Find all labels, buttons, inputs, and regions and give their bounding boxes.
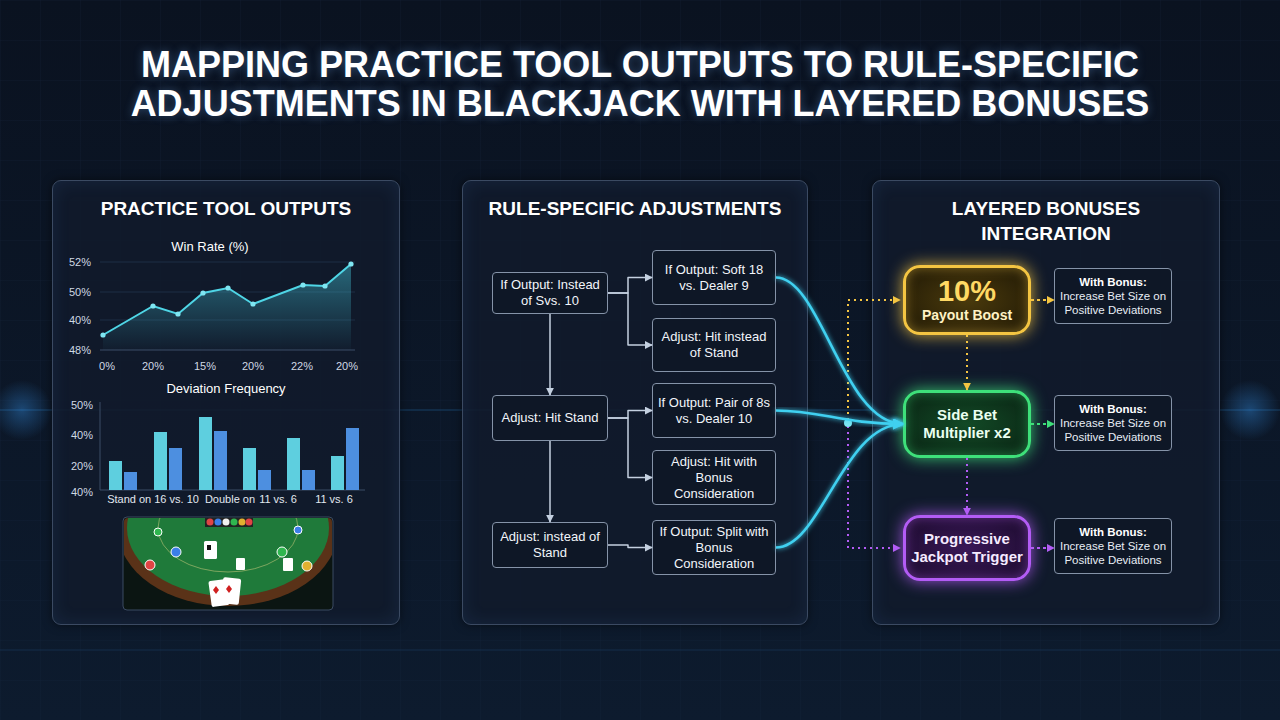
process-box: If Output: Soft 18 vs. Dealer 9	[652, 250, 776, 305]
process-box: If Output: Pair of 8s vs. Dealer 10	[652, 383, 776, 438]
bonus-pill: 10%Payout Boost	[903, 265, 1031, 335]
panel: PRACTICE TOOL OUTPUTS	[52, 180, 400, 625]
pill-text: Progressive Jackpot Trigger	[908, 530, 1026, 566]
box-text: Adjust: Hit with Bonus Consideration	[657, 454, 771, 502]
process-box: Adjust: Hit instead of Stand	[652, 318, 776, 372]
connector-arrow	[400, 416, 462, 421]
glow-spot	[1220, 380, 1280, 440]
box-text: Increase Bet Size on Positive Deviations	[1058, 289, 1168, 317]
box-text: If Output: Pair of 8s vs. Dealer 10	[657, 395, 771, 427]
panel: LAYERED BONUSES INTEGRATION 10%Payout Boo…	[872, 180, 1220, 625]
pill-text: Payout Boost	[922, 307, 1012, 324]
bonus-pill: Progressive Jackpot Trigger	[903, 515, 1031, 581]
box-text: If Output: Instead of Svs. 10	[497, 277, 603, 309]
pill-text: Side Bet Multiplier x2	[908, 406, 1026, 442]
box-text: Increase Bet Size on Positive Deviations	[1058, 539, 1168, 567]
box-text: If Output: Soft 18 vs. Dealer 9	[657, 262, 771, 294]
pill-value: 10%	[938, 276, 996, 307]
bonus-box: With Bonus:Increase Bet Size on Positive…	[1054, 395, 1172, 451]
box-heading: With Bonus:	[1079, 402, 1147, 416]
box-text: Increase Bet Size on Positive Deviations	[1058, 416, 1168, 444]
process-box: Adjust: Hit Stand	[492, 395, 608, 441]
glow-spot	[0, 380, 52, 440]
panel-heading: LAYERED BONUSES INTEGRATION	[933, 196, 1159, 246]
panel-heading: PRACTICE TOOL OUTPUTS	[63, 196, 389, 221]
bonus-box: With Bonus:Increase Bet Size on Positive…	[1054, 268, 1172, 324]
box-text: Adjust: instead of Stand	[497, 529, 603, 561]
glow-line	[0, 650, 1280, 651]
box-heading: With Bonus:	[1079, 275, 1147, 289]
bonus-pill: Side Bet Multiplier x2	[903, 390, 1031, 458]
box-text: Adjust: Hit Stand	[502, 410, 599, 426]
process-box: Adjust: instead of Stand	[492, 522, 608, 568]
process-box: If Output: Split with Bonus Consideratio…	[652, 520, 776, 575]
process-box: If Output: Instead of Svs. 10	[492, 272, 608, 314]
panel-heading: RULE-SPECIFIC ADJUSTMENTS	[473, 196, 797, 221]
box-text: If Output: Split with Bonus Consideratio…	[657, 524, 771, 572]
merge-point	[844, 419, 852, 427]
box-heading: With Bonus:	[1079, 525, 1147, 539]
process-box: Adjust: Hit with Bonus Consideration	[652, 450, 776, 505]
diagram-title: MAPPING PRACTICE TOOL OUTPUTS TO RULE-SP…	[110, 45, 1170, 123]
box-text: Adjust: Hit instead of Stand	[657, 329, 771, 361]
bonus-box: With Bonus:Increase Bet Size on Positive…	[1054, 518, 1172, 574]
panel: RULE-SPECIFIC ADJUSTMENTS If Output: Inst…	[462, 180, 808, 625]
